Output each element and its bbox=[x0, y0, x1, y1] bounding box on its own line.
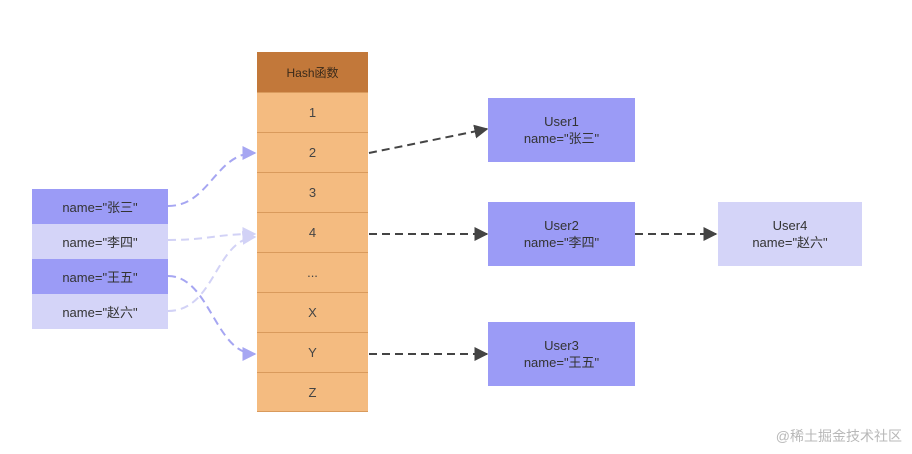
bucket-4: 4 bbox=[257, 212, 368, 252]
user3-name: name="王五" bbox=[523, 355, 600, 370]
bucket-2-to-user1-arrow bbox=[368, 124, 489, 154]
hash-link-wangwu bbox=[167, 275, 257, 361]
watermark: @稀土掘金技术社区 bbox=[775, 428, 902, 444]
bucket-y: Y bbox=[257, 332, 368, 372]
user3-node: User3 name="王五" bbox=[488, 322, 635, 386]
key-lisi: name="李四" bbox=[32, 224, 168, 259]
hash-function-header: Hash函数 bbox=[257, 52, 368, 92]
key-wangwu: name="王五" bbox=[32, 259, 168, 294]
hash-link-zhangsan bbox=[167, 146, 257, 207]
user1-name: name="张三" bbox=[523, 131, 600, 146]
hash-link-zhaoliu bbox=[167, 230, 257, 312]
user4-name: name="赵六" bbox=[752, 235, 828, 250]
key-zhaoliu: name="赵六" bbox=[32, 294, 168, 329]
user1-node: User1 name="张三" bbox=[488, 98, 635, 162]
bucket-x: X bbox=[257, 292, 368, 332]
user1-title: User1 bbox=[544, 114, 579, 129]
user3-title: User3 bbox=[544, 338, 579, 353]
user4-node: User4 name="赵六" bbox=[718, 202, 862, 266]
key-zhangsan: name="张三" bbox=[32, 189, 168, 224]
bucket-ellipsis: ... bbox=[257, 252, 368, 292]
user4-title: User4 bbox=[772, 218, 808, 233]
user2-name: name="李四" bbox=[523, 235, 600, 250]
bucket-1: 1 bbox=[257, 92, 368, 132]
user2-title: User2 bbox=[544, 218, 579, 233]
hash-link-lisi bbox=[167, 227, 257, 242]
bucket-2: 2 bbox=[257, 132, 368, 172]
bucket-z: Z bbox=[257, 372, 368, 412]
bucket-3: 3 bbox=[257, 172, 368, 212]
user2-node: User2 name="李四" bbox=[488, 202, 635, 266]
